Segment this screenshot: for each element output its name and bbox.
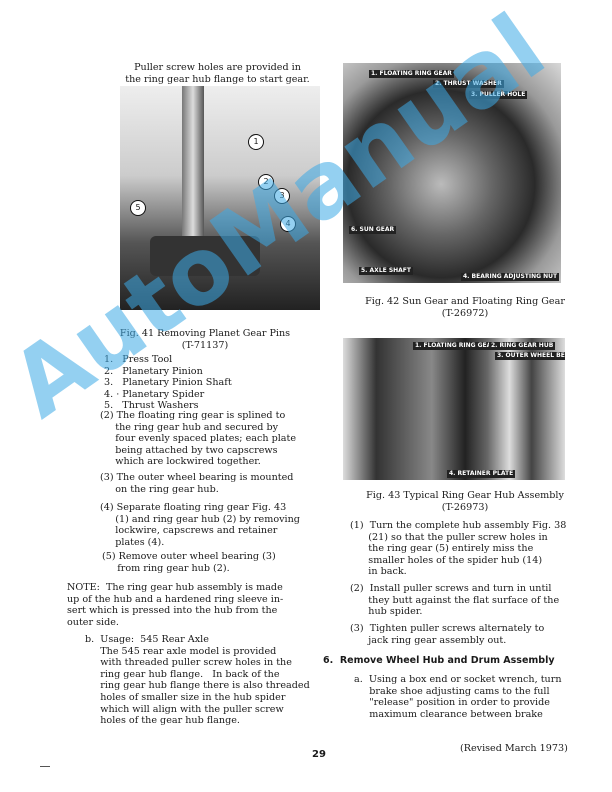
fig41-photo: 1 2 3 4 5 — [120, 86, 320, 310]
step-3-left: (3) The outer wheel bearing is mounted o… — [100, 472, 294, 495]
callout-1: 1 — [248, 134, 264, 150]
intro-text: Puller screw holes are provided in the r… — [125, 62, 310, 85]
callout-2: 2 — [258, 174, 274, 190]
step-4-left: (4) Separate floating ring gear Fig. 43 … — [100, 502, 300, 548]
fig42-label: 6. SUN GEAR — [349, 226, 397, 234]
callout-4: 4 — [280, 216, 296, 232]
press-tool-shaft — [182, 86, 204, 236]
step-2-left: (2) The floating ring gear is splined to… — [100, 410, 297, 468]
fig43-label: 3. OUTER WHEEL BEARING — [495, 352, 565, 360]
fig43-photo: 1. FLOATING RING GEAR 2. RING GEAR HUB 3… — [343, 338, 565, 480]
fig41-legend: 1. Press Tool 2. Planetary Pinion 3. Pla… — [104, 354, 232, 412]
fig42-label: 5. AXLE SHAFT — [359, 267, 414, 275]
legend-item: 2. Planetary Pinion — [104, 365, 203, 377]
fig43-caption: Fig. 43 Typical Ring Gear Hub Assembly — [366, 490, 564, 501]
note-text: NOTE: The ring gear hub assembly is made… — [67, 582, 284, 628]
legend-item: 1. Press Tool — [104, 354, 173, 365]
planetary-gear — [150, 236, 260, 276]
step-2-right: (2) Install puller screws and turn in un… — [350, 583, 560, 618]
legend-item: 3. Planetary Pinion Shaft — [104, 377, 232, 389]
section-heading: 6. Remove Wheel Hub and Drum Assembly — [323, 655, 555, 666]
fig41-code: (T-71137) — [181, 340, 229, 351]
legend-item: 4. · Planetary Spider — [104, 388, 205, 400]
fig42-label: 2. THRUST WASHER — [433, 80, 504, 88]
fig42-caption: Fig. 42 Sun Gear and Floating Ring Gear — [365, 296, 565, 307]
step-1-right: (1) Turn the complete hub assembly Fig. … — [350, 520, 567, 578]
step-5-left: (5) Remove outer wheel bearing (3) from … — [102, 551, 276, 574]
fig43-code: (T-26973) — [441, 502, 489, 513]
callout-5: 5 — [130, 200, 146, 216]
fig42-label: 3. PULLER HOLE — [469, 91, 528, 99]
revision-note: (Revised March 1973) — [460, 743, 568, 754]
fig42-photo: 1. FLOATING RING GEAR 2. THRUST WASHER 3… — [343, 63, 561, 283]
footer-rule — [40, 766, 50, 767]
fig41-caption: Fig. 41 Removing Planet Gear Pins — [119, 328, 291, 339]
page-number: 29 — [312, 749, 326, 760]
fig43-label: 4. RETAINER PLATE — [447, 470, 516, 478]
fig42-code: (T-26972) — [441, 308, 489, 319]
fig43-label: 2. RING GEAR HUB — [489, 342, 556, 350]
callout-3: 3 — [274, 188, 290, 204]
legend-item: 5. Thrust Washers — [104, 400, 199, 412]
fig42-label: 4. BEARING ADJUSTING NUT — [461, 273, 560, 281]
fig43-label: 1. FLOATING RING GEAR — [413, 342, 498, 350]
step-3-right: (3) Tighten puller screws alternately to… — [350, 623, 545, 646]
usage-text: b. Usage: 545 Rear Axle The 545 rear axl… — [85, 634, 310, 727]
fig42-label: 1. FLOATING RING GEAR — [369, 70, 454, 78]
step-a-text: a. Using a box end or socket wrench, tur… — [354, 674, 562, 720]
